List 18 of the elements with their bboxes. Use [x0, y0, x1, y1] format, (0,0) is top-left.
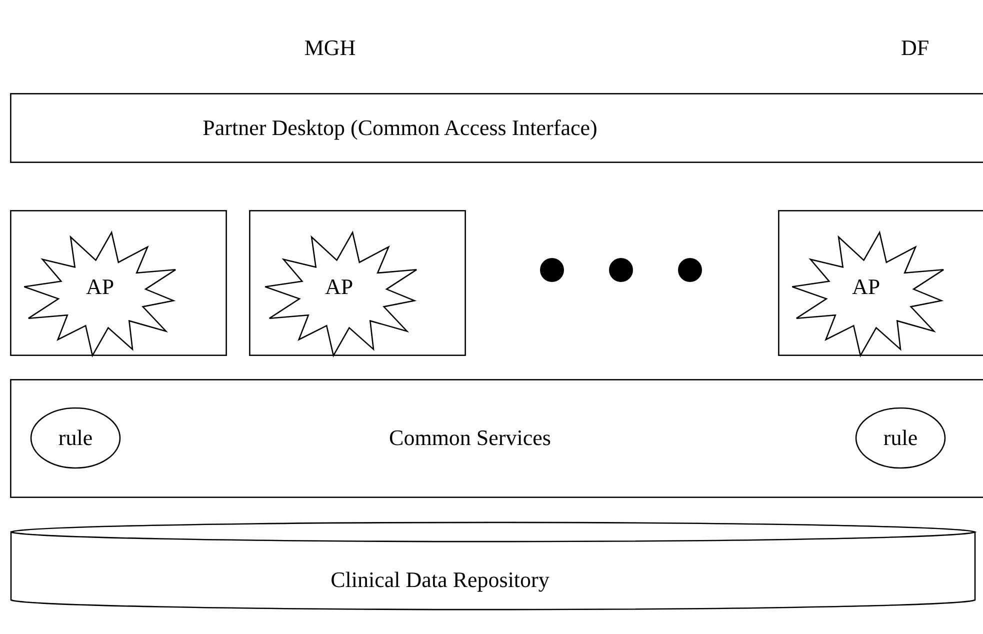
rule-ellipse: [855, 407, 946, 469]
node-label: AP: [86, 274, 114, 300]
node-label: rule: [58, 425, 93, 451]
application-box: [778, 210, 983, 356]
node-label: Clinical Data Repository: [330, 567, 550, 593]
node-label: AP: [852, 274, 880, 300]
repository-cylinder: [10, 522, 976, 611]
services-box: [10, 379, 983, 498]
node-label: Common Services: [389, 425, 551, 451]
node-label: Partner Desktop (Common Access Interface): [202, 115, 598, 141]
partner-label: DF: [900, 35, 930, 61]
node-label: AP: [324, 274, 354, 300]
application-box: [10, 210, 227, 356]
application-box: [249, 210, 466, 356]
rule-ellipse: [30, 407, 121, 469]
partner-label: MGH: [304, 35, 356, 61]
node-label: rule: [883, 425, 918, 451]
interface-box: [10, 93, 983, 163]
